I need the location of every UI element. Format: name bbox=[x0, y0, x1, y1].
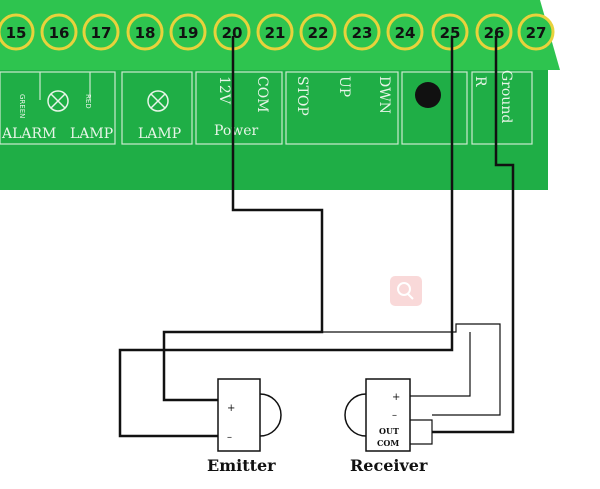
terminal-label: 27 bbox=[526, 24, 547, 42]
r-label: R bbox=[472, 76, 488, 87]
receiver-com-label: COM bbox=[377, 438, 399, 448]
component-knob-icon bbox=[415, 82, 441, 108]
terminal-label: 21 bbox=[265, 24, 286, 42]
green-label: GREEN bbox=[18, 94, 26, 118]
alarm-lamp-icon bbox=[47, 90, 69, 112]
terminal-26: 26 bbox=[475, 13, 513, 51]
terminal-ring bbox=[475, 13, 513, 51]
terminal-21: 21 bbox=[256, 13, 294, 51]
emitter-label: Emitter bbox=[207, 456, 276, 475]
terminal-ring bbox=[517, 13, 555, 51]
receiver-out-label: OUT bbox=[379, 426, 399, 436]
emitter-minus-label: – bbox=[227, 432, 232, 443]
terminal-label: 17 bbox=[91, 24, 112, 42]
receiver-device: + – OUT COM Receiver bbox=[344, 378, 428, 475]
terminal-label: 15 bbox=[6, 24, 27, 42]
terminal-strip: 15 16 17 18 19 20 21 22 23 24 25 26 27 bbox=[0, 13, 555, 51]
lamp-label-1: LAMP bbox=[70, 126, 113, 142]
receiver-minus-label: – bbox=[392, 410, 397, 421]
terminal-23: 23 bbox=[343, 13, 381, 51]
terminal-label: 20 bbox=[222, 24, 243, 42]
terminal-15: 15 bbox=[0, 13, 35, 51]
terminal-label: 19 bbox=[178, 24, 199, 42]
terminal-22: 22 bbox=[299, 13, 337, 51]
terminal-ring bbox=[0, 13, 35, 51]
com-label: COM bbox=[254, 76, 270, 113]
down-label: DWN bbox=[376, 76, 392, 114]
terminal-ring bbox=[126, 13, 164, 51]
terminal-24: 24 bbox=[386, 13, 424, 51]
terminal-label: 22 bbox=[308, 24, 329, 42]
terminal-18: 18 bbox=[126, 13, 164, 51]
terminal-label: 25 bbox=[440, 24, 461, 42]
terminal-label: 26 bbox=[484, 24, 505, 42]
emitter-device: + – Emitter bbox=[207, 378, 282, 475]
v12-label: 12V bbox=[216, 76, 232, 105]
thin-wires bbox=[322, 323, 501, 445]
alarm-label: ALARM bbox=[1, 126, 56, 142]
terminal-17: 17 bbox=[82, 13, 120, 51]
watermark-search-icon bbox=[390, 276, 422, 306]
terminal-27: 27 bbox=[517, 13, 555, 51]
terminal-ring bbox=[386, 13, 424, 51]
terminal-ring bbox=[40, 13, 78, 51]
terminal-label: 16 bbox=[49, 24, 70, 42]
terminal-ring bbox=[82, 13, 120, 51]
receiver-plus-label: + bbox=[392, 392, 400, 403]
terminal-ring bbox=[299, 13, 337, 51]
terminal-ring bbox=[256, 13, 294, 51]
lamp-label-2: LAMP bbox=[138, 126, 181, 142]
lamp-icon bbox=[147, 90, 169, 112]
emitter-plus-label: + bbox=[227, 403, 235, 414]
terminal-25: 25 bbox=[431, 13, 469, 51]
power-label: Power bbox=[214, 123, 259, 139]
terminal-19: 19 bbox=[169, 13, 207, 51]
terminal-ring bbox=[343, 13, 381, 51]
terminal-ring bbox=[431, 13, 469, 51]
terminal-16: 16 bbox=[40, 13, 78, 51]
up-label: UP bbox=[336, 76, 352, 97]
red-label: RED bbox=[84, 94, 92, 109]
stop-label: STOP bbox=[294, 76, 310, 116]
terminal-label: 23 bbox=[352, 24, 373, 42]
terminal-label: 18 bbox=[135, 24, 156, 42]
terminal-label: 24 bbox=[395, 24, 416, 42]
ground-label: Ground bbox=[498, 70, 514, 123]
receiver-label: Receiver bbox=[350, 456, 428, 475]
terminal-ring bbox=[169, 13, 207, 51]
